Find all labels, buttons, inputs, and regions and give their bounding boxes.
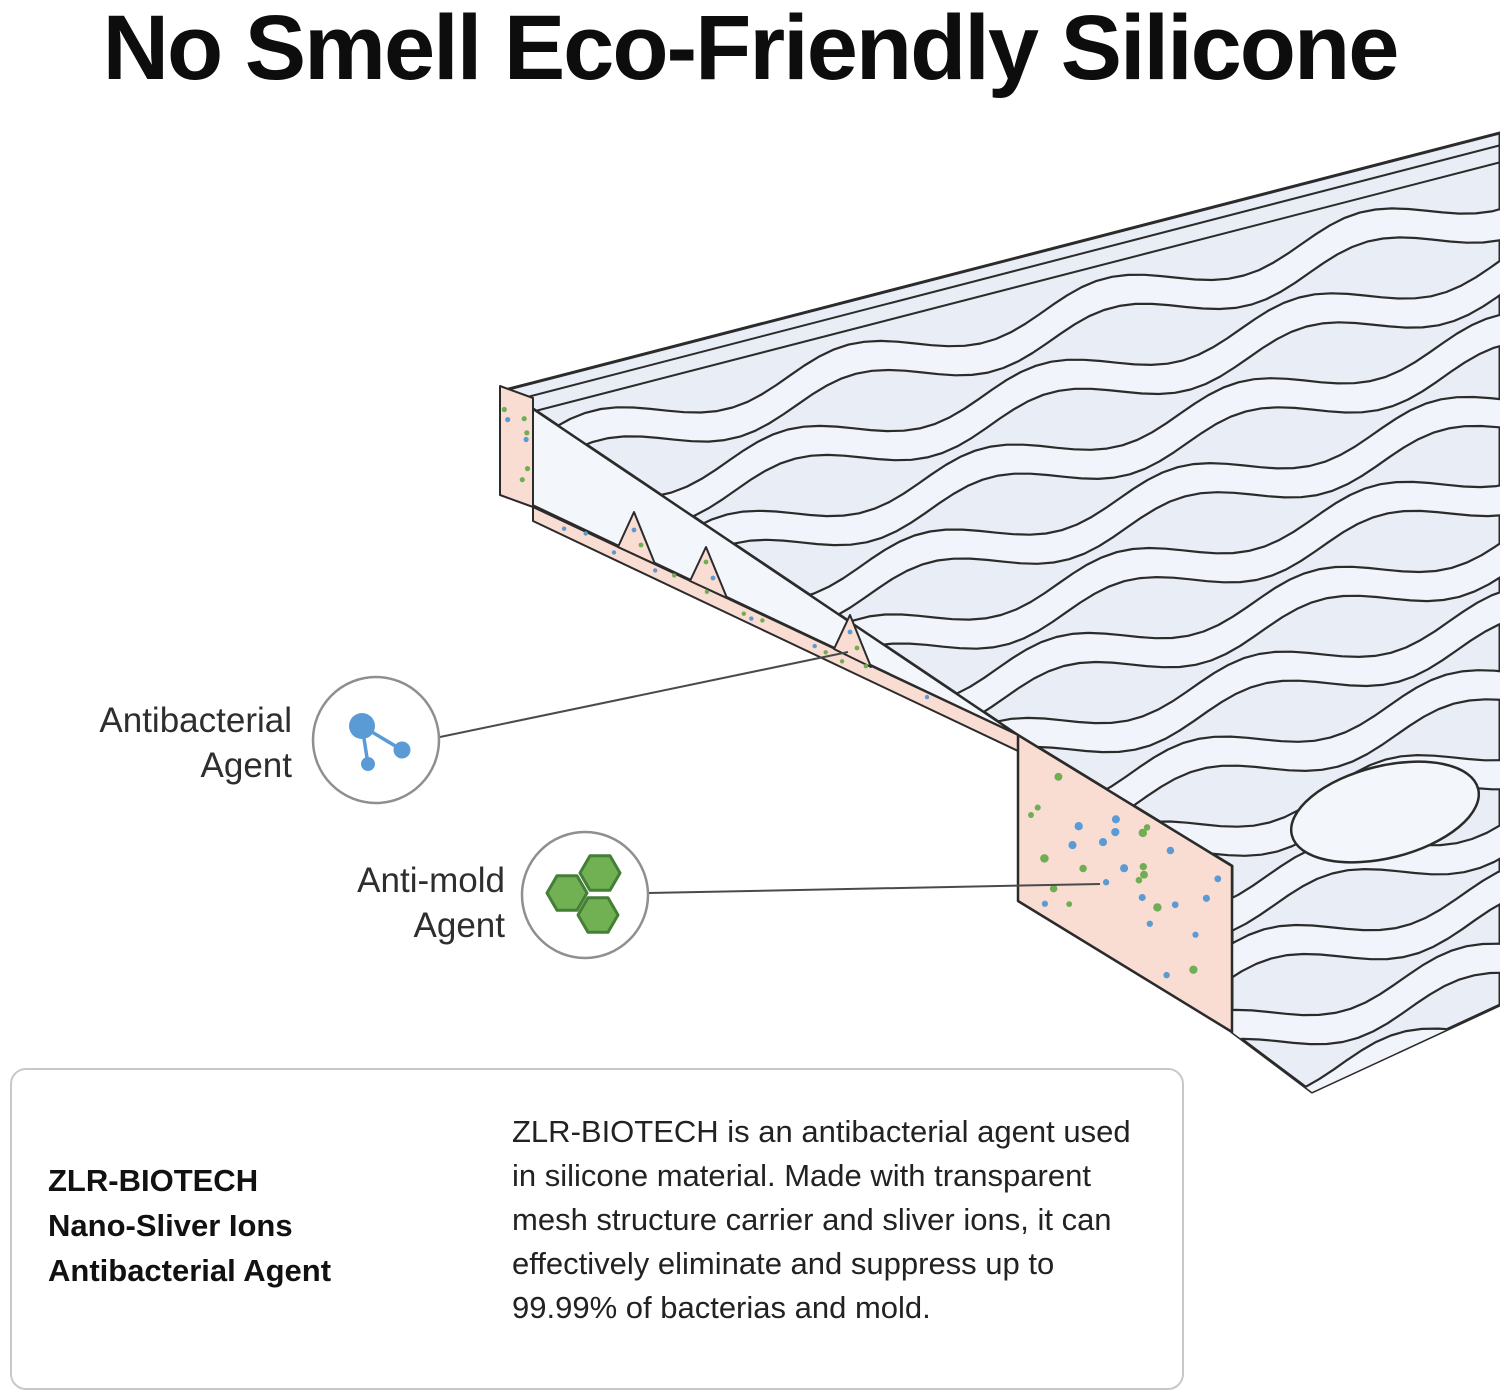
antimold-label-line1: Anti-mold [357, 861, 505, 900]
info-card-heading-line1: ZLR-BIOTECH [48, 1163, 259, 1198]
page-title: No Smell Eco-Friendly Silicone [102, 0, 1400, 99]
agent-dots [501, 406, 1222, 979]
info-card-heading-line3: Antibacterial Agent [48, 1253, 332, 1288]
info-card-body: ZLR-BIOTECH is an antibacterial agent us… [512, 1114, 1131, 1325]
oval-area [1289, 760, 1481, 864]
antimold-label: Anti-mold Agent [300, 858, 505, 948]
antibacterial-label-line2: Agent [200, 746, 292, 785]
info-card: ZLR-BIOTECH Nano-Sliver Ions Antibacteri… [10, 1068, 1184, 1390]
cross-section-left-cap [499, 385, 534, 508]
antibacterial-leader-line [439, 651, 849, 738]
cross-section-face [1016, 733, 1234, 1034]
antibacterial-callout-circle [311, 675, 441, 805]
antimold-leader-line [647, 883, 1101, 894]
antimold-label-line2: Agent [413, 906, 505, 945]
antimold-callout-circle [520, 830, 650, 960]
hexagon-cluster-icon [545, 854, 622, 934]
info-card-heading: ZLR-BIOTECH Nano-Sliver Ions Antibacteri… [48, 1158, 331, 1293]
antibacterial-label: Antibacterial Agent [60, 698, 292, 788]
molecule-icon [349, 713, 411, 771]
info-card-heading-line2: Nano-Sliver Ions [48, 1208, 293, 1243]
leader-lines [439, 651, 1101, 894]
antibacterial-label-line1: Antibacterial [99, 701, 292, 740]
